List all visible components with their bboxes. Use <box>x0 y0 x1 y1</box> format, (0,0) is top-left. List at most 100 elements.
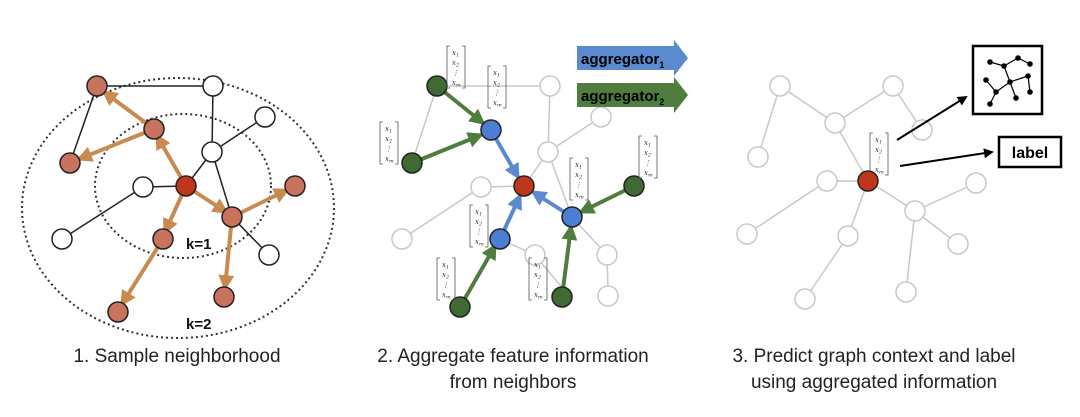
node <box>254 106 276 128</box>
node-target <box>857 170 879 192</box>
vector-bracket <box>528 257 548 301</box>
svg-text:aggregator1: aggregator1 <box>581 51 664 70</box>
legend-aggregator1-arrow <box>577 40 688 76</box>
node <box>816 170 838 192</box>
vector-entry: x2 <box>475 218 482 228</box>
legend-aggregator2: aggregator2 <box>577 77 688 113</box>
vector-entry: xm <box>644 169 653 179</box>
panel-2-caption-line2: from neighbors <box>450 372 577 393</box>
vector-bracket <box>569 157 589 201</box>
ring-k1-label: k=1 <box>186 236 211 253</box>
node-aggregator1 <box>480 119 502 141</box>
panel-1-nodes <box>51 75 306 323</box>
vector-bracket <box>469 204 489 248</box>
vector-entry: xm <box>493 99 502 109</box>
vector-entry: x1 <box>534 261 541 271</box>
graph-context-box <box>971 44 1044 116</box>
vector-bracket <box>638 135 658 179</box>
vector-entry: ⋮ <box>493 89 500 97</box>
node <box>882 75 904 97</box>
node-sampled <box>59 152 81 174</box>
node <box>524 244 546 266</box>
node-sampled <box>143 118 165 140</box>
node-target <box>513 175 535 197</box>
vector-bracket <box>436 257 456 301</box>
node <box>747 146 769 168</box>
panel-3-predict: label 3. Predict graph context and label… <box>732 44 1063 393</box>
node <box>947 233 969 255</box>
node-sampled <box>107 301 129 323</box>
node <box>132 176 154 198</box>
node <box>769 75 791 97</box>
vector-entry: ⋮ <box>442 281 449 289</box>
panel-2-aggregate: x1x2⋮xmx1x2⋮xmx1x2⋮xmx1x2⋮xmx1x2⋮xmx1x2⋮… <box>377 40 889 393</box>
vector-entry: x1 <box>385 125 392 135</box>
node-sampled <box>284 175 306 197</box>
vector-entry: x1 <box>452 49 459 59</box>
label-box: label <box>997 135 1063 169</box>
vector-entry: x2 <box>452 59 459 69</box>
node <box>965 172 987 194</box>
panel-1-caption: 1. Sample neighborhood <box>73 346 280 367</box>
legend-aggregator2-arrow <box>577 77 688 113</box>
node-aggregator2 <box>551 286 573 308</box>
node <box>201 141 223 163</box>
node-aggregator1 <box>489 228 511 250</box>
node <box>590 106 612 128</box>
node <box>596 244 618 266</box>
node <box>904 200 926 222</box>
vector-entry: ⋮ <box>575 181 582 189</box>
node-aggregator2 <box>449 296 471 318</box>
vector-entry: ⋮ <box>475 228 482 236</box>
vector-entry: x1 <box>493 69 500 79</box>
vector-entry: ⋮ <box>452 69 459 77</box>
node <box>470 176 492 198</box>
node <box>391 228 413 250</box>
node-target <box>175 175 197 197</box>
vector-bracket <box>487 65 507 109</box>
panel-1-sample-neighborhood: k=1 k=2 1. Sample neighborhood <box>21 75 335 367</box>
panel-2-faded-nodes <box>391 75 619 307</box>
node-aggregator2 <box>623 175 645 197</box>
panel-3-caption-line2: using aggregated information <box>751 372 997 393</box>
ring-k1 <box>94 113 272 259</box>
panel-3-faded-edges <box>746 85 977 300</box>
node <box>51 228 73 250</box>
node <box>911 119 933 141</box>
feature-vectors: x1x2⋮xmx1x2⋮xmx1x2⋮xmx1x2⋮xmx1x2⋮xmx1x2⋮… <box>379 45 889 301</box>
ring-k2-label: k=2 <box>186 316 211 333</box>
node-sampled <box>86 75 108 97</box>
vector-entry: x1 <box>475 208 482 218</box>
node <box>736 223 758 245</box>
svg-text:aggregator2: aggregator2 <box>581 88 664 107</box>
node-sampled <box>152 228 174 250</box>
node-aggregator2 <box>401 152 423 174</box>
panel-2-aggregator2-edges <box>411 84 635 308</box>
label-text: label <box>1012 145 1048 162</box>
vector-entry: x2 <box>493 79 500 89</box>
vector-entry: xm <box>442 291 451 301</box>
vector-entry: x2 <box>385 135 392 145</box>
legend-aggregator2-sub: 2 <box>659 97 664 107</box>
legend-aggregator1: aggregator1 <box>577 40 688 76</box>
vector-entry: x2 <box>644 149 651 159</box>
vector-entry: xm <box>575 191 584 201</box>
label-arrow <box>899 148 994 167</box>
node <box>597 285 619 307</box>
vector-entry: xm <box>385 155 394 165</box>
node <box>258 244 280 266</box>
vector-entry: x2 <box>875 146 882 156</box>
node <box>537 141 559 163</box>
vector-entry: x2 <box>575 171 582 181</box>
legend-aggregator1-sub: 1 <box>659 60 664 70</box>
vector-entry: x2 <box>442 271 449 281</box>
vector-entry: x1 <box>442 261 449 271</box>
node-aggregator2 <box>426 75 448 97</box>
